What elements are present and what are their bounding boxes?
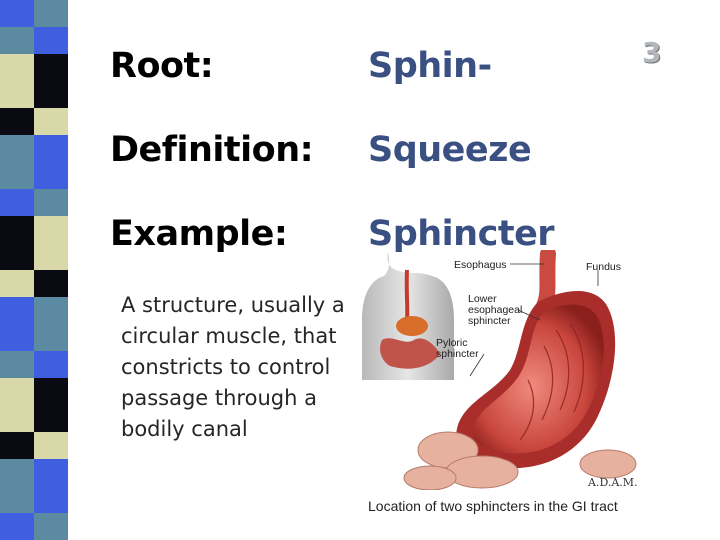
slide-number: 3 xyxy=(642,36,662,69)
label-esophagus: Esophagus xyxy=(454,259,507,271)
label-fundus: Fundus xyxy=(586,261,621,273)
example-value: Sphincter xyxy=(368,214,555,254)
stripe-block xyxy=(0,405,34,432)
label-lower-1: Lower xyxy=(468,293,497,305)
label-lower-3: sphincter xyxy=(468,315,511,327)
stripe-block xyxy=(34,81,68,108)
figure-caption: Location of two sphincters in the GI tra… xyxy=(368,498,618,514)
stripe-block xyxy=(34,0,68,27)
stripe-block xyxy=(34,297,68,324)
stripe-block xyxy=(0,108,34,135)
stripe-block xyxy=(34,405,68,432)
stripe-block xyxy=(0,378,34,405)
stripe-block xyxy=(0,54,34,81)
decorative-stripe xyxy=(0,0,68,540)
stripe-block xyxy=(0,189,34,216)
stripe-block xyxy=(34,27,68,54)
definition-label: Definition: xyxy=(110,130,314,170)
definition-body-text: A structure, usually a circular muscle, … xyxy=(121,293,345,441)
stripe-block xyxy=(34,162,68,189)
stripe-block xyxy=(0,324,34,351)
stripe-block xyxy=(0,0,34,27)
stripe-block xyxy=(34,216,68,243)
stripe-block xyxy=(0,27,34,54)
stripe-block xyxy=(34,459,68,486)
root-label: Root: xyxy=(110,46,214,86)
stripe-block xyxy=(34,243,68,270)
stripe-block xyxy=(0,243,34,270)
stripe-block xyxy=(34,108,68,135)
stripe-block xyxy=(34,432,68,459)
root-value: Sphin- xyxy=(368,46,492,86)
stripe-block xyxy=(34,351,68,378)
stripe-block xyxy=(0,270,34,297)
torso-silhouette xyxy=(362,252,454,380)
stripe-block xyxy=(0,513,34,540)
stripe-block xyxy=(34,513,68,540)
adam-logo: A.D.A.M. xyxy=(587,476,638,489)
stripe-block xyxy=(0,81,34,108)
stomach-anatomy-illustration: Esophagus Fundus Lower esophageal sphinc… xyxy=(362,250,638,490)
stripe-block xyxy=(0,432,34,459)
label-pyloric-2: sphincter xyxy=(436,348,479,360)
svg-text:A.D.A.M.: A.D.A.M. xyxy=(587,476,638,489)
stripe-block xyxy=(34,378,68,405)
stripe-block xyxy=(34,54,68,81)
stripe-block xyxy=(34,324,68,351)
stripe-block xyxy=(0,216,34,243)
stripe-block xyxy=(34,135,68,162)
example-label: Example: xyxy=(110,214,288,254)
stripe-block xyxy=(34,189,68,216)
stripe-block xyxy=(34,486,68,513)
stripe-block xyxy=(0,297,34,324)
stripe-block xyxy=(0,162,34,189)
label-lower-2: esophageal xyxy=(468,304,522,316)
stripe-block xyxy=(0,135,34,162)
stripe-block xyxy=(0,486,34,513)
stripe-block xyxy=(0,459,34,486)
definition-value: Squeeze xyxy=(368,130,532,170)
stripe-block xyxy=(34,270,68,297)
label-pyloric-1: Pyloric xyxy=(436,337,468,349)
stripe-block xyxy=(0,351,34,378)
